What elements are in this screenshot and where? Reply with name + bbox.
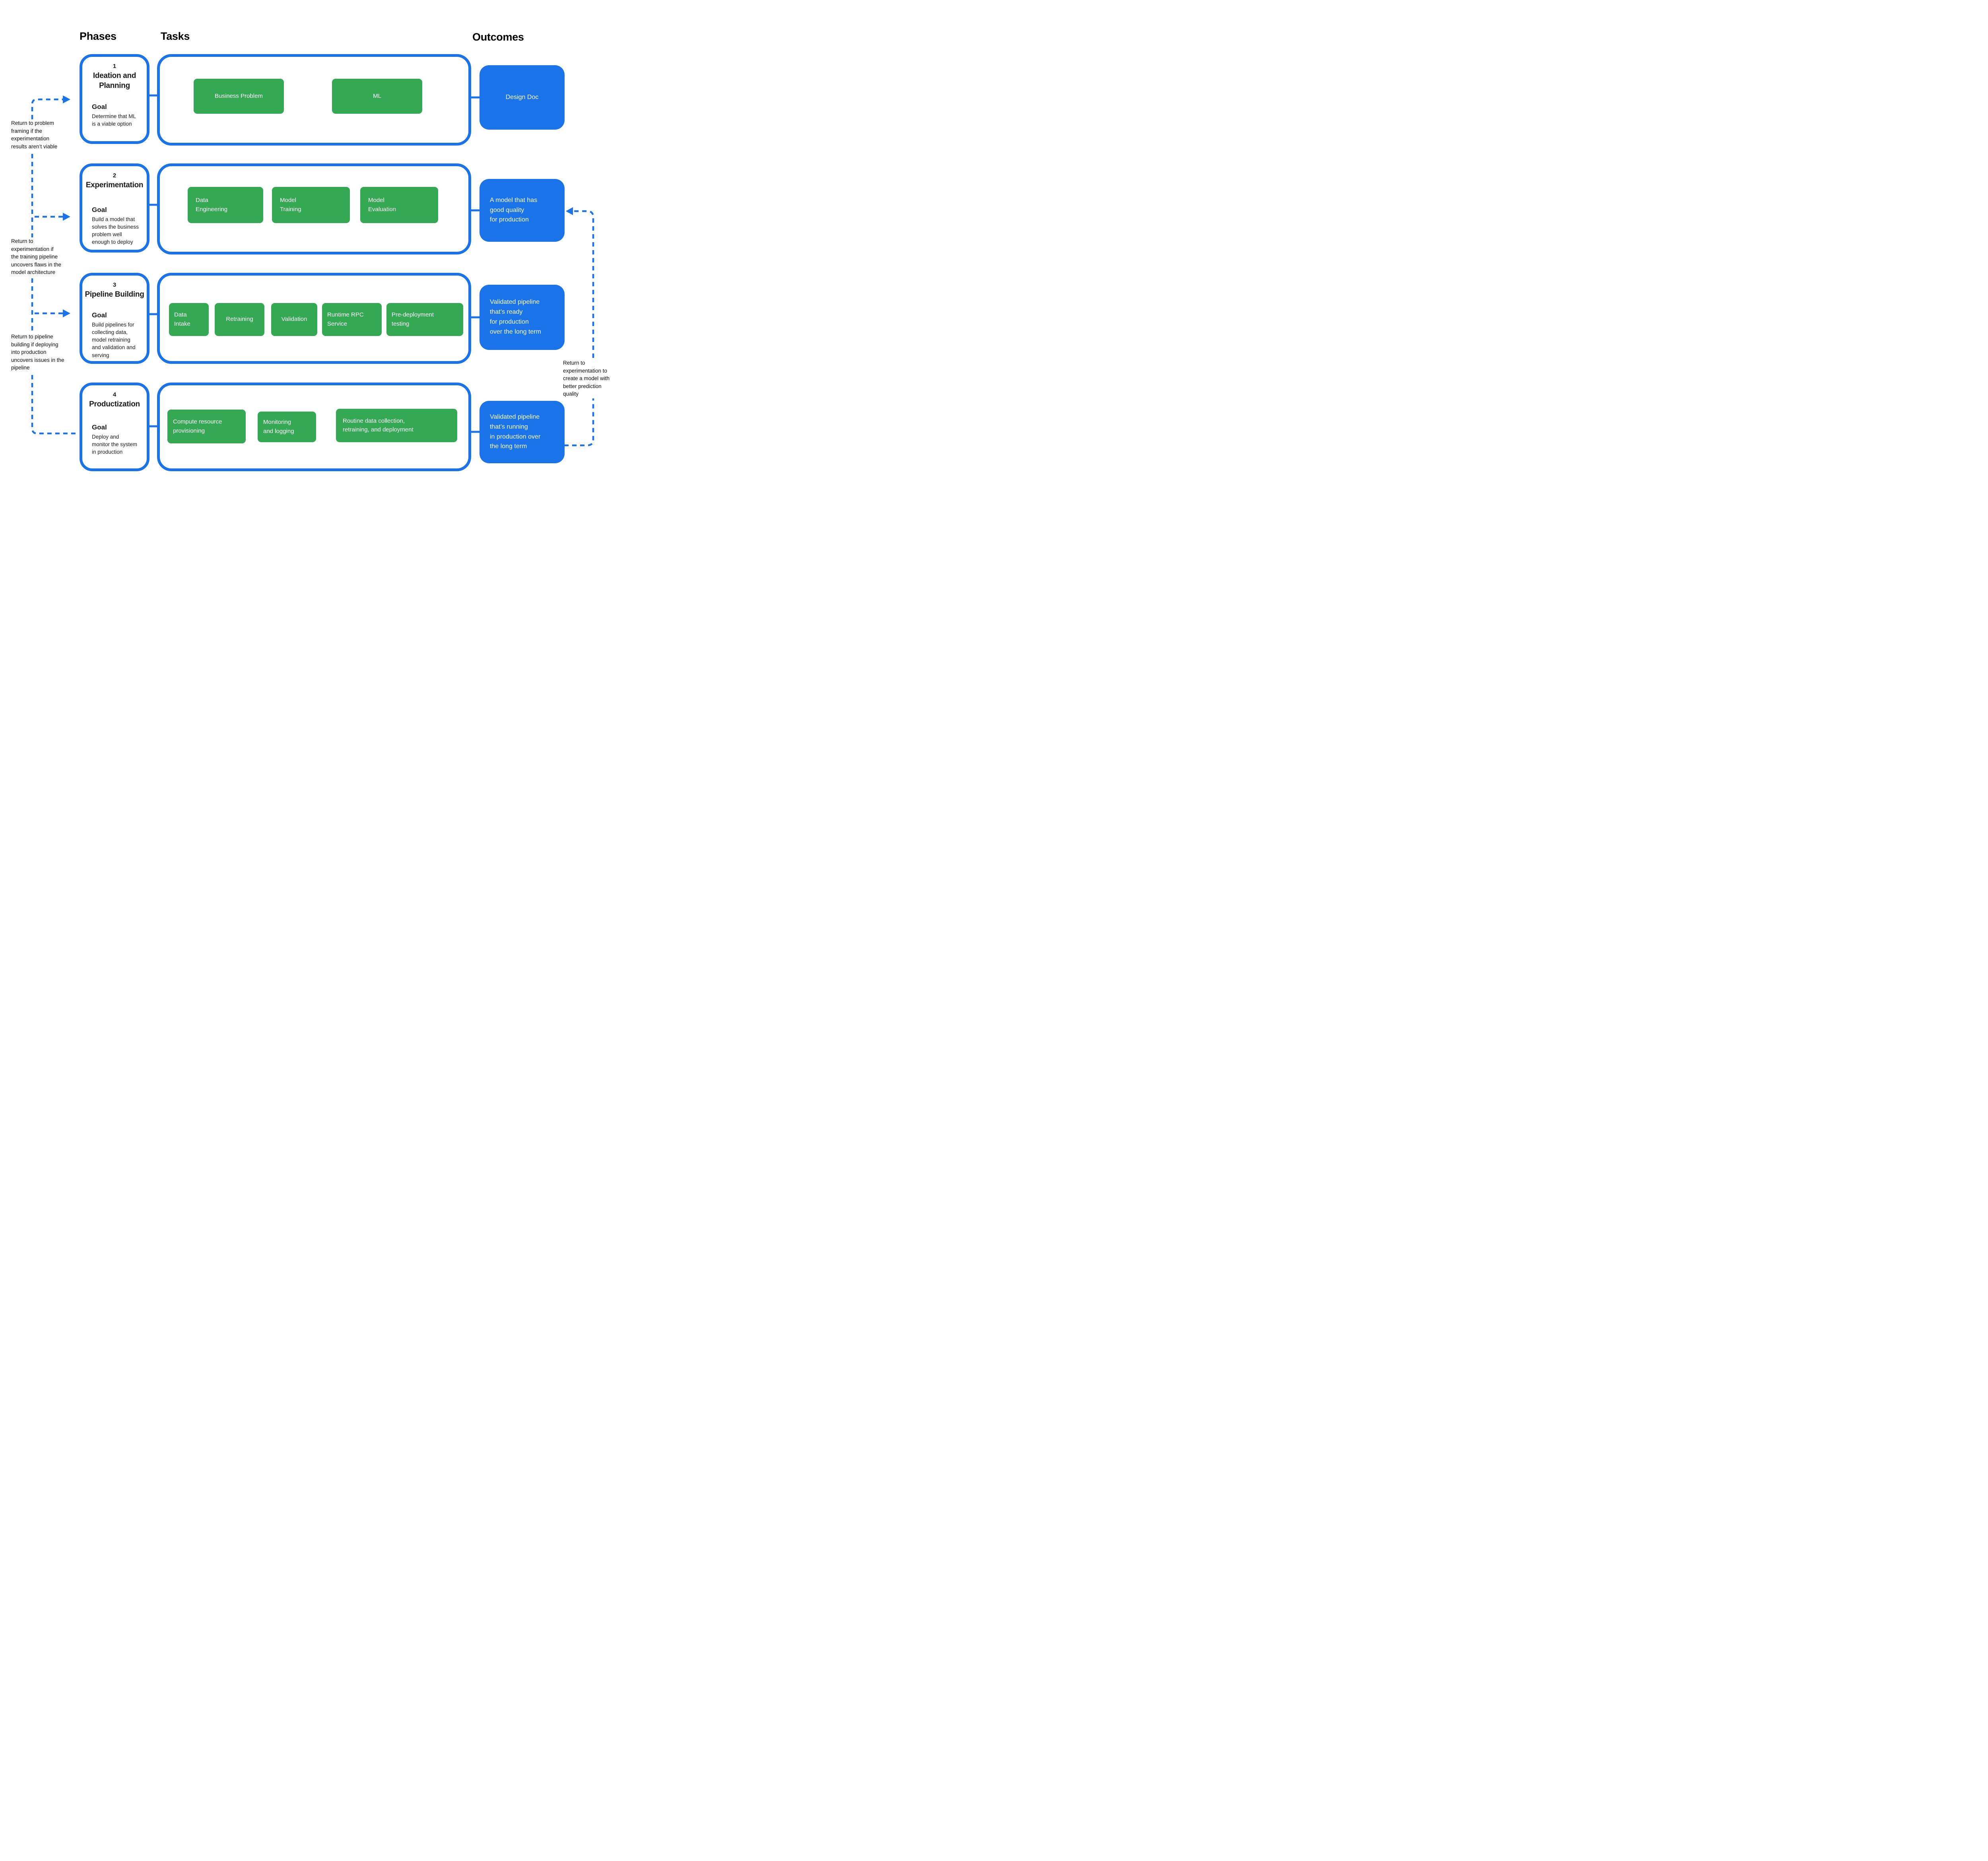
task-business-problem: Business Problem — [194, 79, 284, 114]
phase-number: 3 — [113, 282, 116, 288]
phase-number: 2 — [113, 172, 116, 179]
note-return-to-experimentation-quality: Return to experimentation to create a mo… — [563, 360, 610, 397]
note-return-to-pipeline-building: Return to pipeline building if deploying… — [11, 334, 64, 371]
outcome-good-quality-model: A model that has good quality for produc… — [480, 179, 565, 242]
goal-text: Determine that ML is a viable option — [92, 113, 136, 127]
ml-workflow-diagram: Phases Tasks Outcomes 1 Ideation and Pla… — [0, 0, 623, 514]
phase-number: 4 — [113, 391, 116, 398]
arrow-right-icon — [63, 95, 70, 103]
task-pre-deployment-testing: Pre-deployment testing — [386, 303, 463, 336]
phases-column-header: Phases — [80, 30, 116, 42]
task-runtime-rpc-service: Runtime RPC Service — [322, 303, 382, 336]
task-monitoring-and-logging: Monitoring and logging — [258, 412, 316, 442]
arrow-right-icon — [63, 309, 70, 317]
arrow-right-icon — [63, 213, 70, 221]
outcome-validated-pipeline-ready: Validated pipeline that’s ready for prod… — [480, 285, 565, 350]
outcomes-column-header: Outcomes — [472, 31, 524, 43]
phase-title: Productization — [89, 400, 140, 408]
goal-label: Goal — [92, 423, 107, 431]
task-data-engineering: Data Engineering — [188, 187, 263, 223]
task-data-intake: Data Intake — [169, 303, 209, 336]
goal-label: Goal — [92, 311, 107, 319]
goal-label: Goal — [92, 103, 107, 111]
task-validation: Validation — [271, 303, 317, 336]
phase-card-ideation-planning: 1 Ideation and Planning Goal Determine t… — [80, 54, 149, 144]
note-return-to-experimentation: Return to experimentation if the trainin… — [11, 238, 62, 276]
task-compute-resource-provisioning: Compute resource provisioning — [167, 410, 246, 443]
phase-card-experimentation: 2 Experimentation Goal Build a model tha… — [80, 163, 149, 253]
task-model-training: Model Training — [272, 187, 350, 223]
outcome-design-doc: Design Doc — [480, 65, 565, 130]
task-retraining: Retraining — [215, 303, 264, 336]
task-connector-lines — [209, 95, 386, 427]
right-feedback-dashed-path — [564, 210, 594, 447]
note-return-to-problem-framing: Return to problem framing if the experim… — [11, 120, 58, 150]
arrow-left-icon — [566, 207, 573, 215]
phase-title: Ideation and Planning — [93, 72, 136, 90]
task-routine-data-collection: Routine data collection, retraining, and… — [336, 409, 457, 442]
task-ml: ML — [332, 79, 422, 114]
row-connector-lines — [149, 94, 480, 433]
phase-title: Experimentation — [85, 181, 144, 189]
task-model-evaluation: Model Evaluation — [360, 187, 438, 223]
tasks-column-header: Tasks — [161, 30, 190, 42]
phase-card-pipeline-building: 3 Pipeline Building Goal Build pipelines… — [80, 273, 149, 364]
outcome-validated-pipeline-running: Validated pipeline that’s running in pro… — [480, 401, 565, 463]
goal-text: Build a model that solves the business p… — [92, 216, 139, 245]
phase-number: 1 — [113, 63, 116, 70]
goal-label: Goal — [92, 206, 107, 214]
goal-text: Deploy and monitor the system in product… — [92, 434, 138, 455]
goal-text: Build pipelines for collecting data, mod… — [92, 322, 136, 358]
phase-card-productization: 4 Productization Goal Deploy and monitor… — [80, 383, 149, 471]
phase-title: Pipeline Building — [85, 290, 144, 299]
